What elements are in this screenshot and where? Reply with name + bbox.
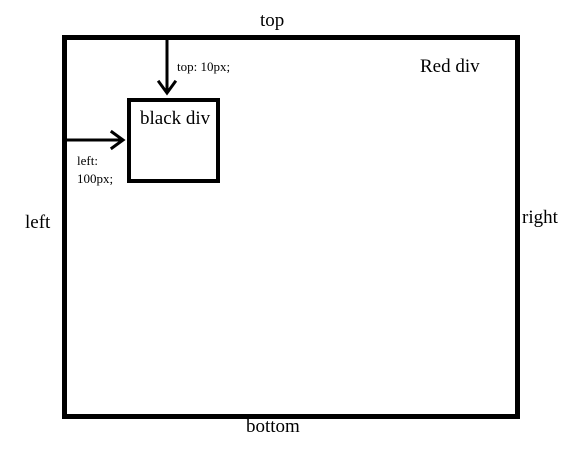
right-side-label: right (522, 207, 558, 228)
left-offset-annotation-line-2: 100px; (77, 170, 114, 186)
down-arrow-icon (156, 39, 178, 96)
red-div-container: Red div top: 10px; left: 100px; black di… (62, 35, 520, 419)
left-offset-annotation-line-1: left: (77, 153, 98, 168)
left-offset-annotation: left: 100px; (77, 152, 113, 187)
bottom-side-label: bottom (246, 416, 300, 437)
black-div-label: black div (140, 108, 211, 129)
right-arrow-icon (66, 129, 126, 151)
black-div-container: black div (127, 98, 220, 183)
top-side-label: top (260, 10, 285, 31)
top-offset-annotation: top: 10px; (177, 59, 231, 74)
red-div-label: Red div (420, 56, 480, 77)
left-side-label: left (25, 212, 51, 233)
